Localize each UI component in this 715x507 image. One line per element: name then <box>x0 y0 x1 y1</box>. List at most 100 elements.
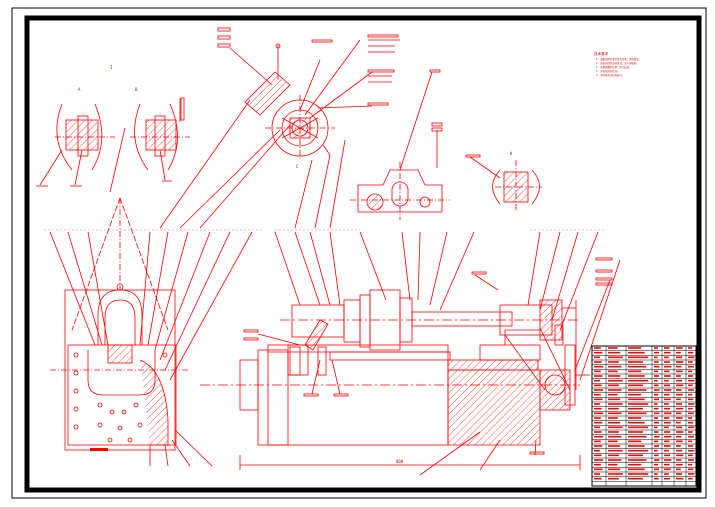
parts-list-cell-text <box>654 445 660 447</box>
parts-list-cell-text <box>676 351 681 354</box>
notes-line-2: 2. 各运动部件运动灵活，无卡滞现象。 <box>596 61 639 65</box>
parts-list-cell-text <box>654 389 660 391</box>
parts-list-cell-text <box>664 421 671 424</box>
parts-list-cell-text <box>628 356 649 359</box>
parts-list-cell-text <box>676 361 684 363</box>
parts-list-cell-text <box>676 459 682 461</box>
parts-list-cell-text <box>608 384 619 387</box>
parts-list-cell-text <box>628 421 645 424</box>
parts-list-cell-text <box>688 417 693 419</box>
parts-list-cell-text <box>676 356 683 359</box>
parts-list-cell-text <box>628 468 645 471</box>
parts-list-cell-text <box>628 459 647 461</box>
parts-list-cell-text <box>688 477 693 480</box>
parts-list-cell-text <box>628 412 647 415</box>
overall-length-dimension: 800 <box>396 459 404 464</box>
parts-list-cell-text <box>608 435 622 438</box>
parts-list-cell-text <box>676 393 683 396</box>
parts-list-cell-text <box>664 463 670 466</box>
parts-list-cell-text <box>594 449 600 452</box>
parts-list-cell-text <box>676 473 683 475</box>
parts-list-cell-text <box>628 431 643 433</box>
parts-list-cell-text <box>654 370 659 373</box>
parts-list-cell-text <box>688 440 693 443</box>
detail-a-label: A <box>78 87 81 92</box>
parts-list-cell-text <box>688 459 694 461</box>
parts-list-cell-text <box>594 421 603 424</box>
parts-list-cell-text <box>608 468 621 471</box>
parts-list-cell-text <box>594 389 604 391</box>
parts-list-cell-text <box>654 426 658 429</box>
parts-list-cell-text <box>664 379 669 382</box>
parts-list-cell-text <box>688 449 695 452</box>
parts-list-cell-text <box>676 379 683 382</box>
parts-list-cell-text <box>608 426 623 429</box>
parts-list-cell-text <box>608 477 619 480</box>
view-k: K <box>465 151 542 212</box>
parts-list-cell-text <box>594 431 602 433</box>
parts-list-cell-text <box>594 375 603 377</box>
parts-list-cell-text <box>688 365 694 368</box>
parts-list-cell-text <box>628 449 649 452</box>
parts-list-cell-text <box>608 454 619 457</box>
parts-list-cell-text <box>594 426 600 429</box>
parts-list-cell-text <box>676 445 681 447</box>
parts-list-cell-text <box>628 398 645 401</box>
parts-list-cell-text <box>628 361 643 363</box>
parts-list-cell-text <box>664 365 672 368</box>
parts-list-cell-text <box>628 351 645 354</box>
parts-list-cell-text <box>664 398 671 401</box>
parts-list-cell-text <box>676 426 683 429</box>
bolt-holes <box>73 352 168 443</box>
notes-title: 技术要求 <box>594 51 608 56</box>
outer-border <box>11 7 707 499</box>
parts-list-cell-text <box>608 421 621 424</box>
parts-list-cell-text <box>654 417 659 419</box>
parts-list-cell-text <box>676 477 684 480</box>
parts-list-cell-text <box>688 347 693 349</box>
notes-line-1: 1. 装配前所有零件清洗干净，涂防锈油。 <box>596 57 641 61</box>
parts-list-cell-text <box>664 449 669 452</box>
parts-list-cell-text <box>594 435 604 438</box>
parts-list-cell-text <box>594 379 600 382</box>
parts-list-cell-text <box>608 412 622 415</box>
parts-list-cell-text <box>654 347 659 349</box>
parts-list-cell-text <box>664 393 670 396</box>
detail-isometric: C <box>217 27 400 169</box>
parts-list-cell-text <box>594 473 600 475</box>
parts-list-cell-text <box>676 375 681 377</box>
parts-list-cell-text <box>594 412 604 415</box>
parts-list-cell-text <box>664 370 670 373</box>
parts-list-cell-text <box>594 440 601 443</box>
parts-list-cell-text <box>664 459 672 461</box>
parts-list-table <box>591 345 697 487</box>
parts-list-cell-text <box>608 459 622 461</box>
parts-list-cell-text <box>594 361 602 363</box>
parts-list-cell-text <box>608 431 619 433</box>
parts-list-cell-text <box>654 393 659 396</box>
parts-list-cell-text <box>594 454 602 457</box>
parts-list-cell-text <box>688 356 695 359</box>
parts-list-cell-text <box>664 407 671 410</box>
parts-list-cell-text <box>664 403 669 405</box>
detail-b-label: B <box>135 87 138 92</box>
parts-list-cell-text <box>594 403 600 405</box>
parts-list-cell-text <box>664 435 672 438</box>
parts-list-cell-text <box>664 389 672 391</box>
parts-list-cell-text <box>676 468 681 471</box>
parts-list-cell-text <box>688 393 693 396</box>
parts-list-cell-text <box>676 421 681 424</box>
parts-list-cell-text <box>628 426 649 429</box>
parts-list-cell-text <box>608 449 623 452</box>
parts-list-cell-text <box>608 445 621 447</box>
parts-list-cell-text <box>664 375 671 377</box>
parts-list-cell-text <box>654 468 660 471</box>
parts-list-cell-text <box>628 393 642 396</box>
parts-list-cell-text <box>676 347 683 349</box>
parts-list-cell-text <box>608 356 623 359</box>
parts-list-cell-text <box>688 370 693 373</box>
parts-list-cell-text <box>608 463 618 466</box>
parts-list-cell-text <box>688 435 694 438</box>
parts-list-cell-text <box>688 389 694 391</box>
